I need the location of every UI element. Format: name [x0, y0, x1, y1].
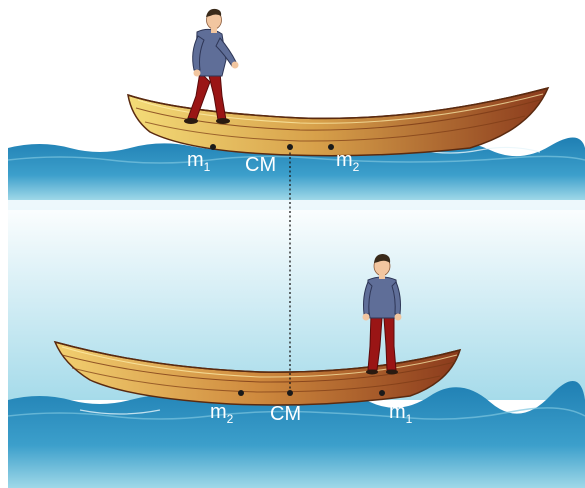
top-m1-dot — [210, 144, 216, 150]
top-cm-label: CM — [245, 154, 276, 176]
bottom-cm-label: CM — [270, 403, 301, 425]
bottom-m1-label: m1 — [389, 401, 413, 426]
top-scene: m1 CM m2 — [8, 0, 585, 200]
bottom-cm-dot — [287, 390, 293, 396]
top-m2-dot — [328, 144, 334, 150]
bottom-m2-dot — [238, 390, 244, 396]
bottom-m1-dot — [379, 390, 385, 396]
